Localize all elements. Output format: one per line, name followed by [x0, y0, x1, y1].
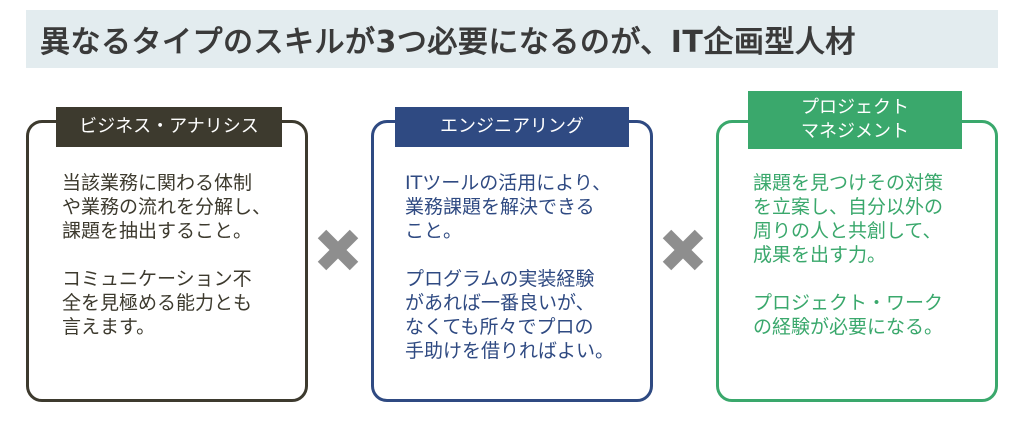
- engineering-text-2: プログラムの実装経験 があれば一番良いが、 なくても所々でプロの 手助けを借りれ…: [405, 268, 615, 362]
- engineering-text-1: ITツールの活用により、 業務課題を解決できる こと。: [405, 172, 612, 242]
- engineering-body: ITツールの活用により、 業務課題を解決できる こと。 プログラムの実装経験 が…: [405, 171, 645, 363]
- business-analysis-body: 当該業務に関わる体制 や業務の流れを分解し、 課題を抽出すること。 コミュニケー…: [62, 171, 302, 339]
- business-analysis-card: [26, 120, 308, 402]
- project-management-card: [716, 120, 998, 402]
- business-analysis-text-2: コミュニケーション不 全を見極める能力とも 言えます。: [62, 268, 253, 338]
- business-analysis-text-1: 当該業務に関わる体制 や業務の流れを分解し、 課題を抽出すること。: [62, 172, 272, 242]
- page-title: 異なるタイプのスキルが3つ必要になるのが、IT企画型人材: [40, 25, 856, 60]
- business-analysis-label: ビジネス・アナリシス: [56, 107, 282, 147]
- project-management-body: 課題を見つけその対策 を立案し、自分以外の 周りの人と共創して、 成果を出す力。…: [753, 171, 993, 339]
- title-bar: 異なるタイプのスキルが3つ必要になるのが、IT企画型人材: [26, 10, 998, 68]
- engineering-card: [371, 120, 653, 402]
- multiply-icon: [662, 229, 704, 271]
- project-management-label: プロジェクト マネジメント: [748, 91, 962, 149]
- project-management-text-2: プロジェクト・ワーク の経験が必要になる。: [753, 292, 944, 338]
- engineering-label: エンジニアリング: [395, 107, 629, 147]
- multiply-icon: [317, 229, 359, 271]
- project-management-text-1: 課題を見つけその対策 を立案し、自分以外の 周りの人と共創して、 成果を出す力。: [753, 172, 944, 266]
